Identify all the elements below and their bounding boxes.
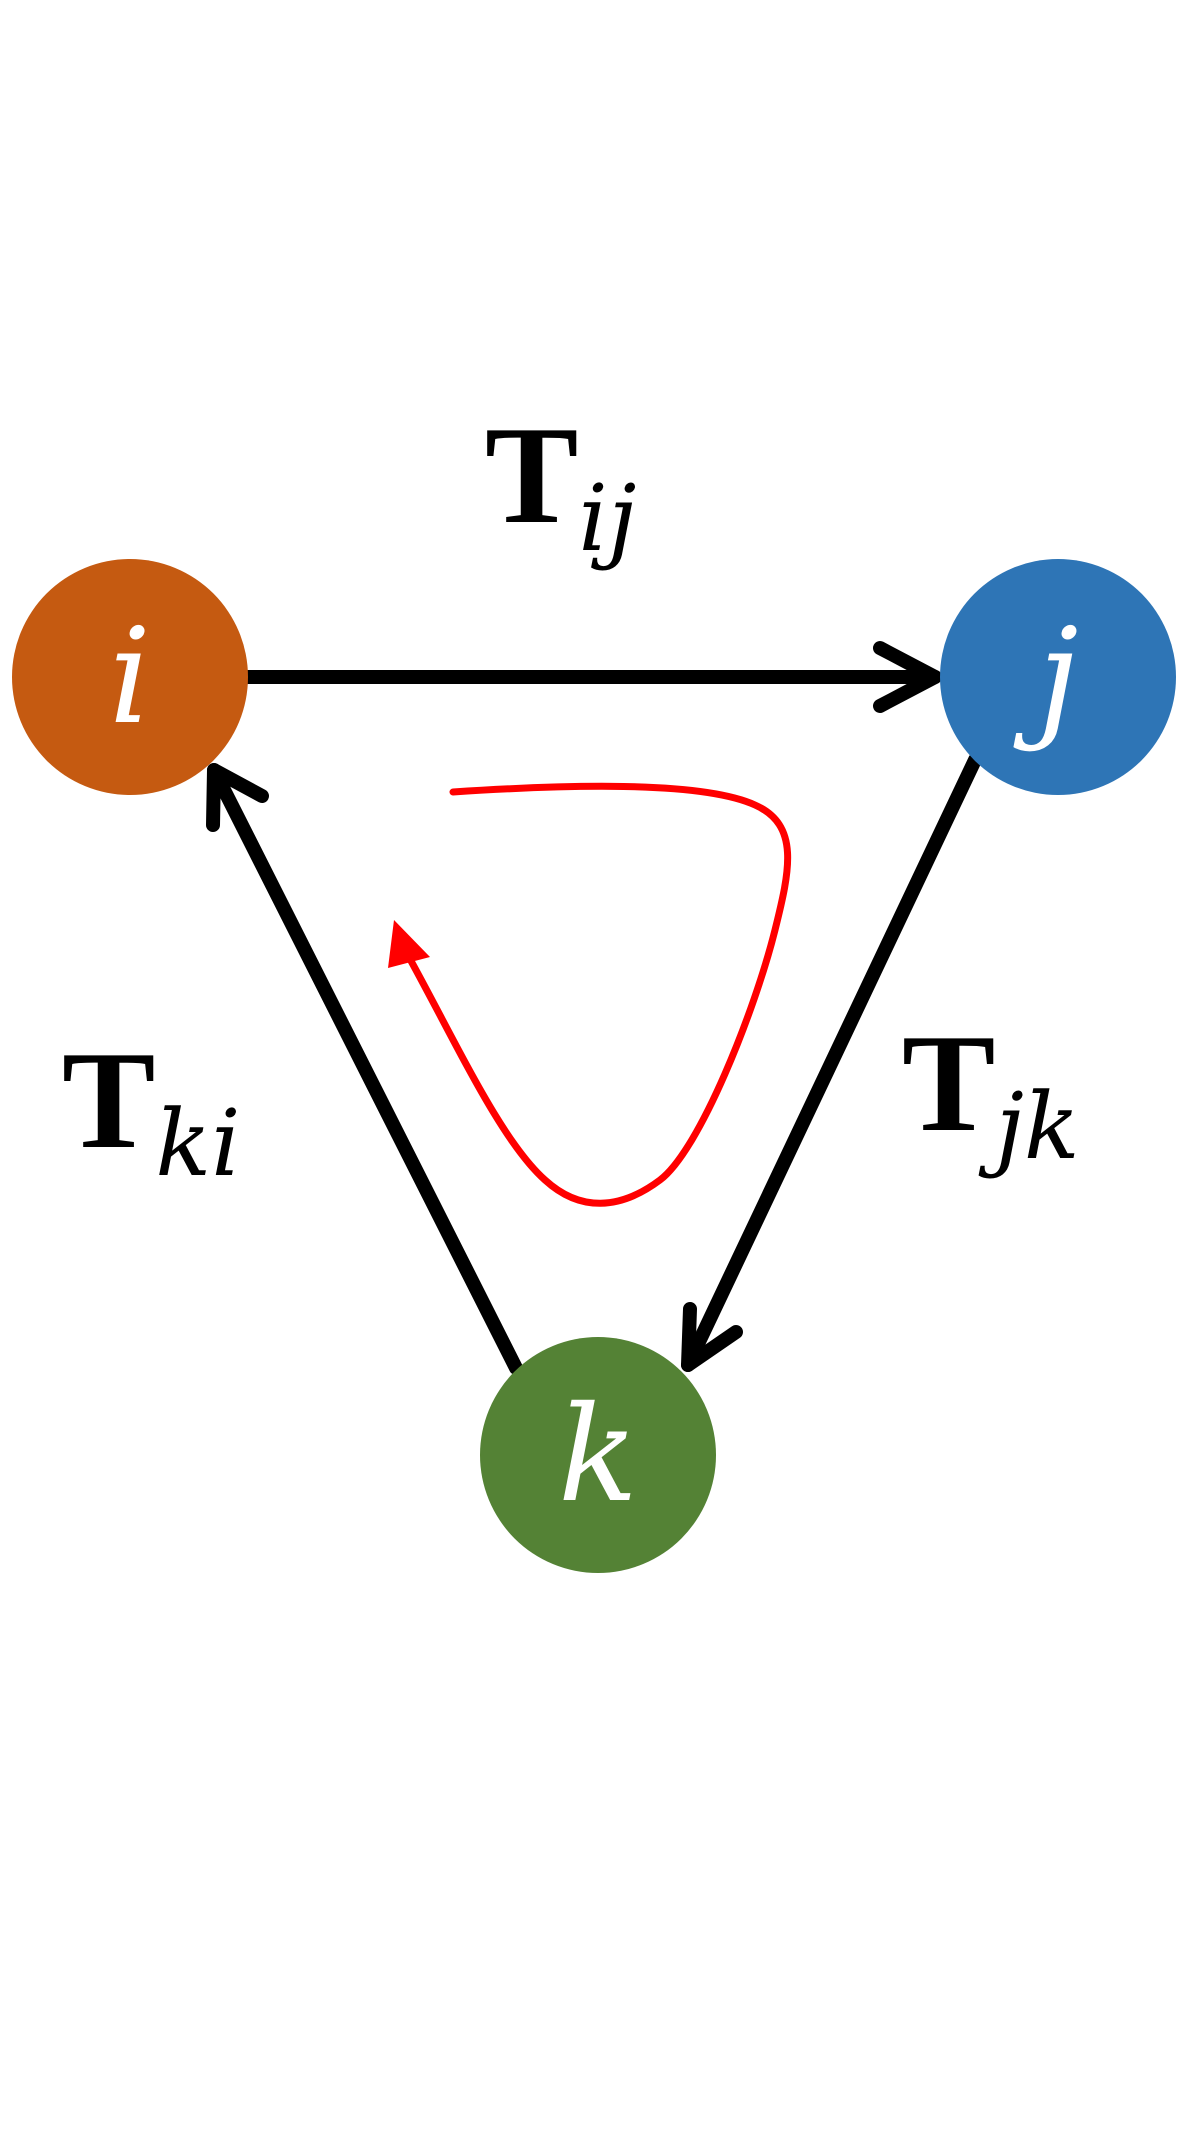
edge-label-ij-sub: ij — [578, 465, 636, 572]
node-k-circle — [480, 1337, 716, 1573]
edge-label-ij-main: T — [485, 398, 578, 553]
arrowhead-icon — [873, 641, 942, 713]
edge-label-jk-main: T — [902, 1006, 995, 1161]
edge-label-ij: Tij — [485, 398, 636, 572]
cycle-arrowhead-icon — [388, 920, 430, 968]
edge-j-to-k — [681, 753, 982, 1372]
edge-k-to-i — [206, 763, 523, 1375]
edge-label-ki: Tki — [62, 1023, 241, 1197]
cycle-direction-arrow — [401, 782, 792, 1207]
edge-label-ki-sub: ki — [155, 1090, 240, 1197]
arrowhead-icon — [681, 1302, 743, 1372]
node-i: i — [12, 559, 248, 795]
arrowhead-icon — [206, 763, 269, 832]
node-j: j — [940, 559, 1176, 795]
edge-label-ki-main: T — [62, 1023, 155, 1178]
node-i-label: i — [109, 600, 151, 754]
node-k: k — [480, 1337, 716, 1573]
edge-i-to-j — [241, 641, 942, 713]
node-k-label: k — [558, 1378, 638, 1532]
node-j-circle — [940, 559, 1176, 795]
edge-label-jk: Tjk — [902, 1006, 1080, 1180]
node-i-circle — [12, 559, 248, 795]
edge-label-jk-sub: jk — [978, 1073, 1079, 1180]
